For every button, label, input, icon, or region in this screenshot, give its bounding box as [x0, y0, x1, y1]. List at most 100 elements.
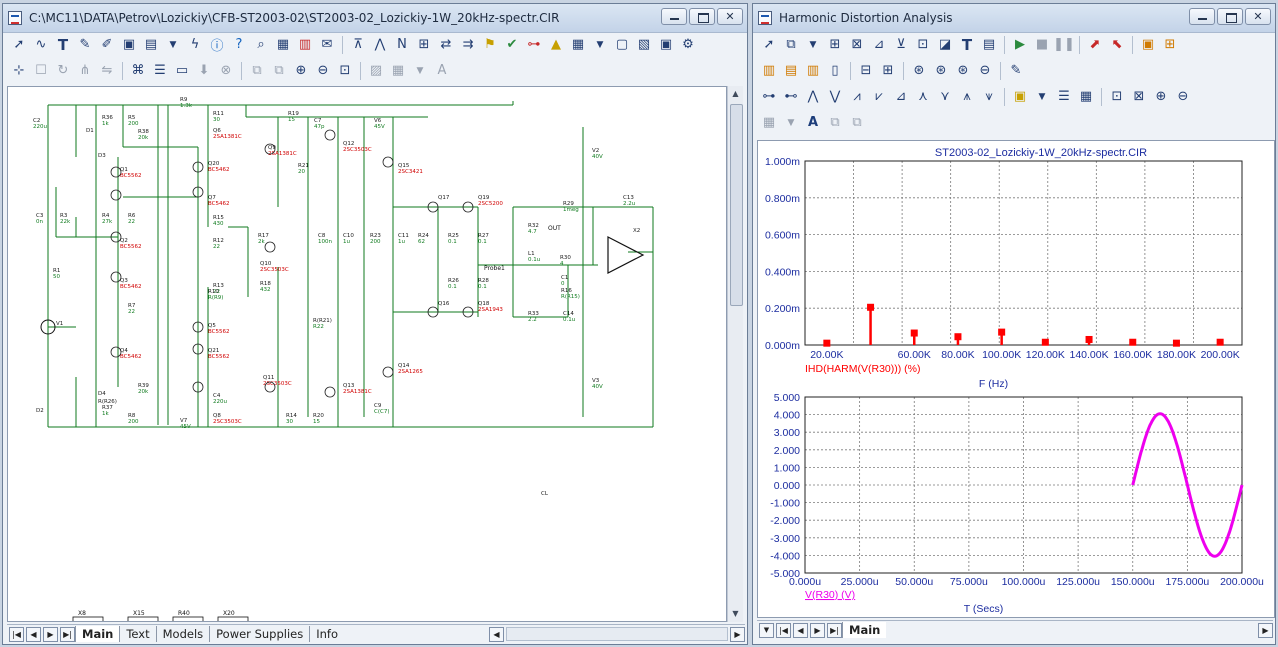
component-ref[interactable]: R9	[180, 97, 188, 103]
component-ref[interactable]: C3	[36, 213, 44, 219]
component-ref[interactable]: R24	[418, 233, 429, 239]
transistor-symbol[interactable]	[110, 189, 122, 201]
component-ref[interactable]: V2	[592, 148, 599, 154]
inflect-icon[interactable]: ⊿	[895, 89, 907, 104]
schematic-vscroll[interactable]: ▲ ▼	[727, 86, 743, 622]
high-icon[interactable]: ⋏	[918, 89, 928, 104]
list-icon[interactable]: ☰	[154, 63, 166, 78]
mirror-icon[interactable]: ⋔	[79, 63, 91, 78]
plot-scale-icon[interactable]: ⊞	[829, 37, 841, 52]
tile-icon[interactable]: ▦	[391, 63, 405, 78]
rotate-icon[interactable]: ↻	[57, 63, 69, 78]
component-ref[interactable]: C13	[623, 195, 634, 201]
component-ref[interactable]: R14	[286, 413, 297, 419]
hda-tab-main[interactable]: Main	[842, 622, 887, 638]
flip-icon[interactable]: ⇋	[101, 63, 113, 78]
component-ref[interactable]: R3	[60, 213, 68, 219]
component-ref[interactable]: C7	[314, 118, 322, 124]
component-icon[interactable]: ▣	[122, 37, 136, 52]
component-ref[interactable]: Q9	[268, 145, 276, 151]
zoom-fit-icon[interactable]: ⊡	[339, 63, 351, 78]
transistor-symbol[interactable]	[462, 306, 474, 318]
tab-main[interactable]: Main	[75, 626, 120, 642]
component-ref[interactable]: C8	[318, 233, 326, 239]
component-ref[interactable]: R15	[213, 215, 224, 221]
flag-icon[interactable]: ⚑	[484, 37, 496, 52]
component-ref[interactable]: R19	[288, 111, 299, 117]
component-ref[interactable]: V7	[180, 418, 188, 424]
frame2-icon[interactable]: ⊞	[1164, 37, 1176, 52]
tile-grid-icon[interactable]: ▦	[762, 115, 776, 130]
component-ref[interactable]: C2	[33, 118, 40, 124]
transistor-symbol[interactable]	[192, 321, 204, 333]
tag-dropdown-icon[interactable]: ▼	[1038, 91, 1046, 102]
hda-next-button[interactable]: ▶	[810, 622, 825, 638]
component-ref[interactable]: R8	[128, 413, 136, 419]
component-ref[interactable]: Q19	[478, 195, 490, 201]
component-ref[interactable]: L1	[528, 251, 535, 257]
tab-info[interactable]: Info	[309, 626, 344, 642]
component-ref[interactable]: R37	[102, 405, 113, 411]
peak-icon[interactable]: ⋀	[807, 89, 819, 104]
tab-power-supplies[interactable]: Power Supplies	[209, 626, 309, 642]
component-ref[interactable]: X2	[633, 228, 640, 234]
cursor-2-icon[interactable]: ⊷	[784, 89, 798, 104]
transistor-symbol[interactable]	[192, 381, 204, 393]
hda-text-icon[interactable]: T	[961, 35, 973, 54]
bottom-part-ref[interactable]: X15	[133, 610, 145, 617]
select-arrow-icon[interactable]: ➚	[13, 37, 25, 52]
transistor-symbol[interactable]	[427, 201, 439, 213]
calc-icon[interactable]: ▦	[1079, 89, 1093, 104]
fit-icon[interactable]: ⊡	[1111, 89, 1123, 104]
component-ref[interactable]: R25	[448, 233, 459, 239]
component-ref[interactable]: R7	[128, 303, 136, 309]
component-ref[interactable]: D3	[98, 153, 106, 159]
plot-fit-icon[interactable]: ⊡	[917, 37, 929, 52]
component-ref[interactable]: D1	[86, 128, 94, 134]
hda-properties-icon[interactable]: ▤	[982, 37, 996, 52]
component-ref[interactable]: V6	[374, 118, 382, 124]
fit2-icon[interactable]: ⊠	[1133, 89, 1145, 104]
transistor-symbol[interactable]	[192, 161, 204, 173]
component-ref[interactable]: R23	[370, 233, 381, 239]
component-ref[interactable]: R(R21)	[313, 318, 332, 324]
hda-dropdown-nav[interactable]: ▼	[759, 622, 774, 638]
grid-pattern-icon[interactable]: ▦	[571, 37, 585, 52]
component-ref[interactable]: R20	[313, 413, 324, 419]
transfer-icon[interactable]: ⇄	[440, 37, 452, 52]
plot-a-icon[interactable]: ◪	[938, 37, 952, 52]
font-icon[interactable]: A	[437, 63, 447, 78]
component-ref[interactable]: V3	[592, 378, 600, 384]
lightning-icon[interactable]: ϟ	[190, 37, 200, 52]
hda-select-icon[interactable]: ➚	[763, 37, 775, 52]
component-ref[interactable]: R28	[478, 278, 489, 284]
split-v-icon[interactable]: ⊞	[882, 63, 894, 78]
align-icon[interactable]: ⊹	[13, 63, 25, 78]
component-ref[interactable]: R26	[448, 278, 459, 284]
window-icon[interactable]: ▣	[659, 37, 673, 52]
component-ref[interactable]: C14	[563, 311, 574, 317]
hda-first-button[interactable]: |◀	[776, 622, 791, 638]
bottom-part-ref[interactable]: X8	[78, 610, 86, 617]
component-ref[interactable]: R(R26)	[98, 399, 117, 405]
bottom-part-ref[interactable]: R40	[178, 610, 190, 617]
image-icon[interactable]: ▧	[637, 37, 651, 52]
slope-icon[interactable]: ⬈	[1089, 37, 1101, 52]
run-icon[interactable]: ▶	[1015, 37, 1025, 52]
stop-sim-icon[interactable]: ■	[1035, 37, 1049, 52]
warning-icon[interactable]: ▲	[551, 37, 561, 52]
hda-copy2-icon[interactable]: ⧉	[830, 115, 840, 130]
bus-icon[interactable]: ⊞	[418, 37, 430, 52]
bottom-part-ref[interactable]: X20	[223, 610, 235, 617]
component-ref[interactable]: R13	[213, 283, 224, 289]
first-page-button[interactable]: |◀	[9, 626, 24, 642]
node-icon[interactable]: ⋀	[374, 37, 386, 52]
copy-icon[interactable]: ⧉	[252, 63, 262, 78]
component-ref[interactable]: C9	[374, 403, 382, 409]
component-ref[interactable]: R33	[528, 311, 539, 317]
check-icon[interactable]: ✔	[506, 37, 518, 52]
transistor-symbol[interactable]	[192, 186, 204, 198]
hda-prev-button[interactable]: ◀	[793, 622, 808, 638]
slope-down-icon[interactable]: ⩗	[875, 89, 883, 104]
